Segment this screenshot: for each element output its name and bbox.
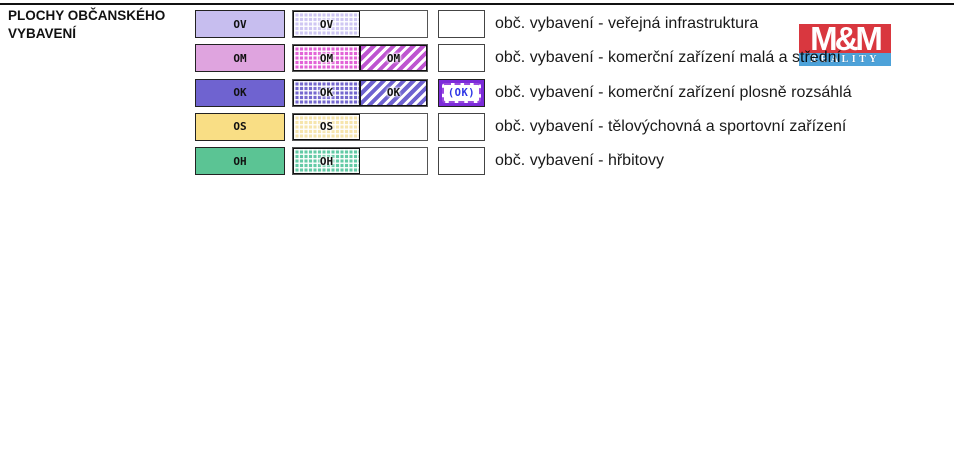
swatch-grid-pattern: OK bbox=[293, 79, 360, 106]
swatch-solid: OS bbox=[195, 112, 285, 141]
swatch-stripe-pattern: OM bbox=[360, 45, 427, 72]
legend-row: OS OS obč. vybavení - tělovýchovná a spo… bbox=[195, 112, 852, 141]
watermark-reality-label: REALITY bbox=[799, 53, 891, 66]
legend-row: OK OK OK (OK) obč. vybavení - komerční z… bbox=[195, 78, 852, 107]
legend-description: obč. vybavení - hřbitovy bbox=[495, 152, 664, 170]
overlay-code-label: (OK) bbox=[447, 86, 476, 99]
area-code-label: OV bbox=[319, 17, 334, 31]
swatch-solid: OV bbox=[195, 10, 285, 38]
area-code-label: OH bbox=[319, 154, 334, 168]
area-code-label: OS bbox=[233, 120, 247, 134]
legend-description: obč. vybavení - komerční zařízení malá a… bbox=[495, 49, 841, 67]
legend-description: obč. vybavení - tělovýchovná a sportovní… bbox=[495, 117, 847, 135]
swatch-stripe-pattern: OK bbox=[360, 79, 427, 106]
swatch-pattern-box: OS bbox=[292, 112, 428, 141]
swatch-stripe-pattern bbox=[360, 11, 427, 37]
swatch-solid: OM bbox=[195, 44, 285, 73]
legend-row: OH OH obč. vybavení - hřbitovy bbox=[195, 147, 852, 176]
swatch-grid-pattern: OS bbox=[293, 113, 360, 140]
swatch-grid-pattern: OH bbox=[293, 148, 360, 175]
area-code-label: OV bbox=[233, 17, 247, 31]
swatch-overlay-box bbox=[438, 10, 485, 38]
legend-row: OM OM OM obč. vybavení - komerční zaříze… bbox=[195, 44, 852, 73]
area-code-label: OM bbox=[386, 51, 401, 65]
swatch-stripe-pattern bbox=[360, 148, 427, 175]
area-code-label: OK bbox=[233, 86, 247, 100]
swatch-grid-pattern: OM bbox=[293, 45, 360, 72]
legend-description: obč. vybavení - komerční zařízení plosně… bbox=[495, 83, 852, 101]
legend-section-title: PLOCHY OBČANSKÉHO VYBAVENÍ bbox=[8, 8, 166, 42]
legend-table: OV OV obč. vybavení - veřejná infrastruk… bbox=[195, 10, 852, 181]
legend-row: OV OV obč. vybavení - veřejná infrastruk… bbox=[195, 10, 852, 38]
area-code-label: OH bbox=[233, 154, 247, 168]
swatch-solid: OK bbox=[195, 78, 285, 107]
area-code-label: OS bbox=[319, 120, 334, 134]
area-code-label: OM bbox=[233, 51, 247, 65]
swatch-solid: OH bbox=[195, 147, 285, 176]
area-code-label: OK bbox=[386, 86, 401, 100]
swatch-overlay-box bbox=[438, 44, 485, 73]
top-divider-line bbox=[0, 3, 954, 5]
swatch-overlay-box bbox=[438, 147, 485, 176]
swatch-pattern-box: OK OK bbox=[292, 78, 428, 107]
watermark-mm-logo: M&M bbox=[799, 24, 891, 53]
area-code-label: OM bbox=[319, 51, 334, 65]
overlay-symbol: (OK) bbox=[442, 82, 481, 103]
legend-description: obč. vybavení - veřejná infrastruktura bbox=[495, 15, 759, 32]
swatch-pattern-box: OM OM bbox=[292, 44, 428, 73]
swatch-overlay-box bbox=[438, 112, 485, 141]
area-code-label: OK bbox=[319, 86, 334, 100]
swatch-grid-pattern: OV bbox=[293, 11, 360, 37]
swatch-overlay-box: (OK) bbox=[438, 78, 485, 107]
mm-reality-watermark: M&M REALITY bbox=[799, 24, 891, 66]
swatch-stripe-pattern bbox=[360, 113, 427, 140]
swatch-pattern-box: OV bbox=[292, 10, 428, 38]
swatch-pattern-box: OH bbox=[292, 147, 428, 176]
